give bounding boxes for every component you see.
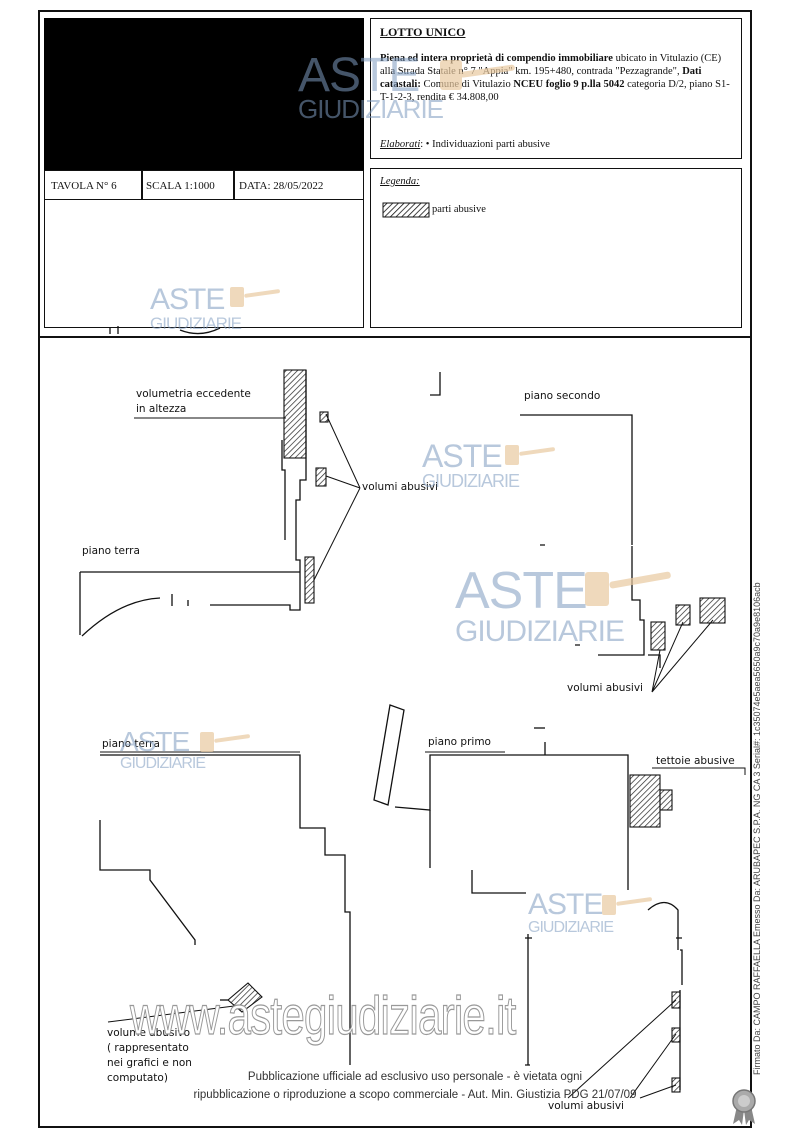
desc-text-3: categoria D/2, piano S1-T-1-2-3, rendita…: [380, 79, 730, 103]
legend-title: Legenda:: [380, 176, 420, 187]
label-tettoie-abusive: tettoie abusive: [656, 755, 735, 767]
label-volume-abusivo: volume abusivo: [107, 1027, 191, 1039]
elaborati-value: : • Individuazioni parti abusive: [420, 139, 550, 150]
label-computato: computato): [107, 1072, 168, 1084]
lot-description: Piena ed intera proprietà di compendio i…: [380, 52, 736, 104]
label-piano-terra-bottom: piano terra: [102, 738, 160, 750]
footer-line-2: ripubblicazione o riproduzione a scopo c…: [193, 1089, 637, 1101]
watermark-aste-1: ASTE GIUDIZIARIE: [298, 49, 444, 124]
info-divider-2: [233, 170, 235, 200]
elaborati-line: Elaborati: • Individuazioni parti abusiv…: [380, 139, 550, 150]
label-in-altezza: in altezza: [136, 403, 187, 415]
lot-title: LOTTO UNICO: [380, 25, 466, 39]
desc-text-1: ubicato in Vitulazio (CE) alla Strada St…: [380, 53, 722, 77]
date-value: DATA: 28/05/2022: [239, 180, 324, 192]
desc-bold-1: Piena ed intera proprietà di compendio i…: [380, 53, 613, 64]
legend-item-label: parti abusive: [432, 204, 486, 215]
watermark-aste-3: ASTE GIUDIZIARIE: [422, 438, 520, 491]
header-rule: [38, 336, 752, 338]
label-piano-secondo: piano secondo: [524, 390, 601, 402]
scale-value: SCALA 1:1000: [146, 180, 215, 192]
desc-bold-3: NCEU foglio 9 p.lla 5042: [513, 79, 625, 90]
seal-ribbon-icon: [732, 1089, 756, 1125]
label-volumetria-eccedente: volumetria eccedente: [136, 388, 251, 400]
watermark-aste-2: ASTE GIUDIZIARIE: [150, 283, 242, 333]
label-volumi-abusivi-bottom: volumi abusivi: [548, 1100, 624, 1112]
label-volumi-abusivi-top: volumi abusivi: [362, 481, 438, 493]
legend-box: [370, 168, 742, 328]
lot-description-box: [370, 18, 742, 159]
watermark-website: www.astegiudiziarie.it: [130, 985, 517, 1046]
label-piano-primo: piano primo: [428, 736, 491, 748]
label-nei-grafici: nei grafici e non: [107, 1057, 192, 1069]
label-piano-terra-top: piano terra: [82, 545, 140, 557]
drawing-sheet: [38, 10, 752, 1128]
footer-line-1: Pubblicazione ufficiale ad esclusivo uso…: [247, 1071, 583, 1083]
label-rappresentato: ( rappresentato: [107, 1042, 189, 1054]
label-volumi-abusivi-mid: volumi abusivi: [567, 682, 643, 694]
desc-bold-2: Dati catastali:: [380, 66, 702, 90]
tavola-number: TAVOLA N° 6: [51, 180, 117, 192]
desc-text-2: Comune di Vitulazio: [420, 79, 514, 90]
watermark-aste-4: ASTE GIUDIZIARIE: [455, 562, 625, 648]
legend-hatch-swatch: [382, 202, 430, 218]
elaborati-label: Elaborati: [380, 139, 421, 150]
watermark-aste-6: ASTE GIUDIZIARIE: [528, 888, 614, 936]
digital-signature-text: Firmato Da: CAMPO RAFFAELLA Emesso Da: A…: [752, 582, 762, 1075]
watermark-aste-5: ASTE GIUDIZIARIE: [120, 726, 206, 772]
info-divider-1: [141, 170, 143, 200]
redacted-area: [44, 18, 364, 170]
info-row: [44, 170, 364, 200]
